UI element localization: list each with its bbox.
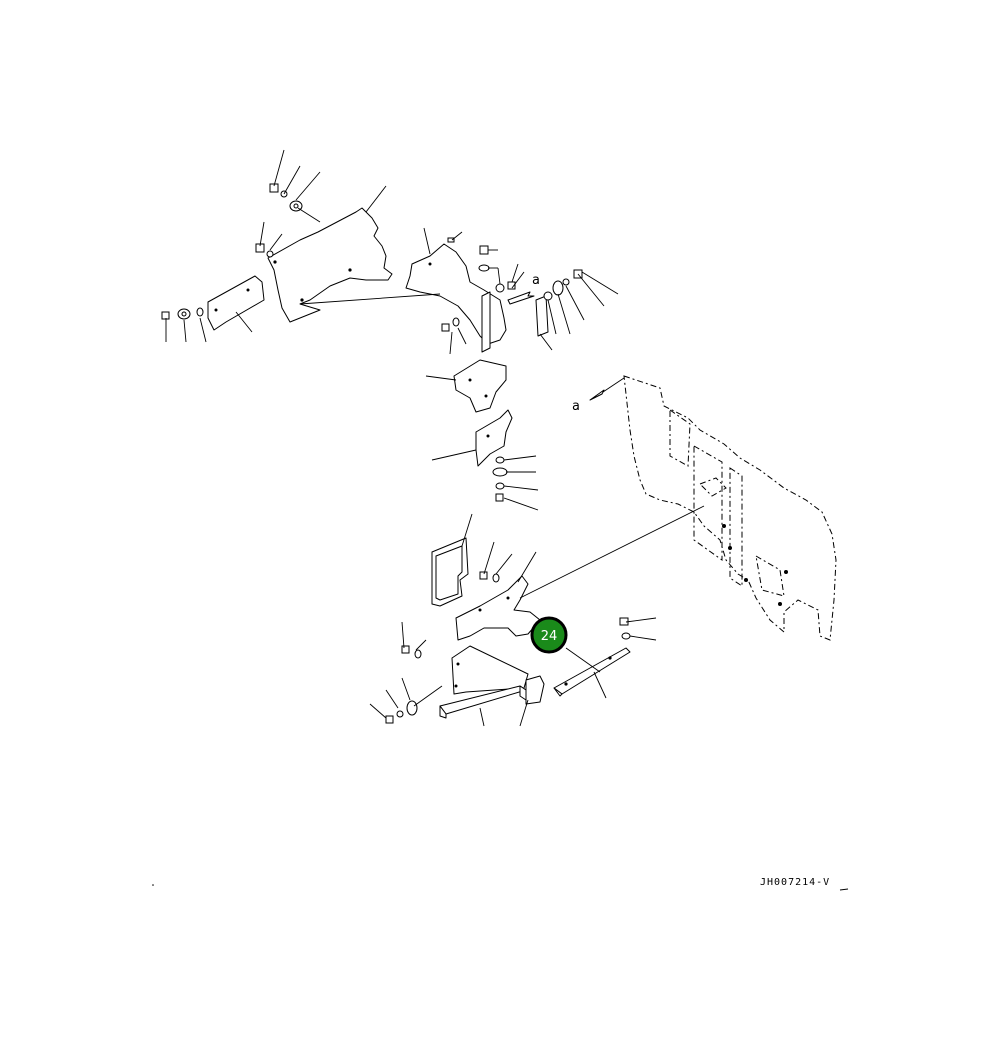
bolt-icon	[495, 493, 504, 502]
right-frame-outline: a	[572, 375, 837, 641]
bolt-icon	[479, 245, 489, 255]
drawing-code: JH007214-V	[760, 877, 830, 888]
top-cover-plate	[267, 207, 393, 323]
vertical-link-bar	[481, 291, 491, 353]
angled-strip	[553, 647, 631, 695]
middle-mounting-plate	[453, 359, 507, 413]
view-label-right: a	[572, 399, 580, 414]
upper-cover-assembly: a	[207, 207, 549, 467]
lower-vertical-plate	[451, 645, 529, 695]
left-bracket-plate	[207, 275, 265, 331]
view-a-arrow-right	[589, 389, 605, 401]
bolt-icon	[479, 571, 488, 580]
callout-24[interactable]: 24	[530, 616, 568, 654]
spacer-block	[525, 675, 545, 705]
view-label-top: a	[532, 273, 540, 288]
drawing-footer: JH007214-V	[152, 877, 849, 891]
lower-middle-bracket	[475, 409, 513, 467]
lower-side-cover	[455, 575, 541, 641]
callout-circle[interactable]	[530, 616, 568, 654]
view-a-arrow	[507, 291, 535, 305]
callout-number[interactable]: 24	[541, 629, 558, 644]
bolt-icon	[385, 715, 394, 724]
upper-fasteners	[161, 183, 583, 502]
lower-leaders	[369, 513, 657, 727]
right-small-plate	[535, 295, 549, 337]
bolt-icon	[401, 645, 410, 654]
bolt-icon	[269, 183, 279, 193]
upper-leaders	[165, 149, 619, 511]
center-upper-bracket	[405, 243, 507, 345]
lower-cover-assembly	[431, 505, 705, 719]
bolt-icon	[161, 311, 170, 320]
bolt-icon	[441, 323, 450, 332]
